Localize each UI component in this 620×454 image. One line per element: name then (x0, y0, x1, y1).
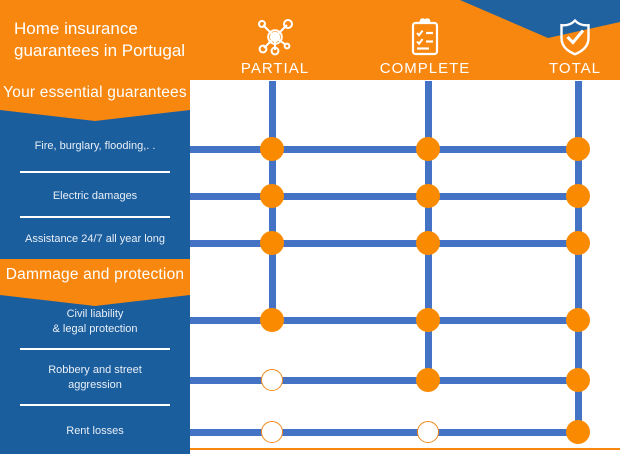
row-separator (20, 404, 170, 406)
section-band (0, 106, 190, 259)
shield-check-icon (505, 16, 620, 58)
included-dot (260, 137, 284, 161)
column-connector-line (574, 81, 582, 432)
row-separator (20, 348, 170, 350)
included-dot (260, 308, 284, 332)
row-connector-line (190, 428, 578, 436)
included-dot (566, 420, 590, 444)
guarantee-row-label: Rent losses (0, 408, 190, 454)
section-band (0, 291, 190, 454)
excluded-dot (261, 421, 283, 443)
row-connector-line (190, 316, 578, 324)
guarantee-row-label: Assistance 24/7 all year long (0, 220, 190, 259)
included-dot (416, 184, 440, 208)
guarantee-row-label-text: Civil liability& legal protection (52, 308, 138, 335)
guarantee-row-label-text: Fire, burglary, flooding,. . (34, 139, 156, 152)
included-dot (416, 231, 440, 255)
row-connector-line (190, 192, 578, 200)
guarantee-row-label: Civil liability& legal protection (0, 297, 190, 347)
column-header-partial-label: PARTIAL (240, 60, 310, 77)
network-nodes-icon (205, 16, 345, 58)
column-header-complete-label: COMPLETE (379, 60, 471, 77)
bottom-rule (190, 448, 620, 450)
included-dot (260, 184, 284, 208)
page-title: Home insurance guarantees in Portugal (14, 19, 186, 60)
row-connector-line (190, 145, 578, 153)
column-header-partial: PARTIAL (205, 16, 345, 77)
guarantee-row-label-text: Rent losses (66, 424, 124, 437)
row-separator (20, 216, 170, 218)
row-connector-line (190, 239, 578, 247)
corner-chevron-decoration (460, 0, 620, 38)
section-banner-label: Your essential guarantees (3, 84, 187, 101)
guarantee-row-label: Electric damages (0, 175, 190, 217)
guarantee-row-label-text: Electric damages (52, 189, 138, 202)
excluded-dot (261, 369, 283, 391)
included-dot (566, 137, 590, 161)
row-separator (20, 171, 170, 173)
column-header-total-label: TOTAL (549, 60, 601, 77)
included-dot (566, 308, 590, 332)
included-dot (416, 308, 440, 332)
section-banner-label: Dammage and protection (5, 266, 185, 283)
included-dot (566, 231, 590, 255)
included-dot (566, 368, 590, 392)
excluded-dot (417, 421, 439, 443)
included-dot (260, 231, 284, 255)
included-dot (416, 137, 440, 161)
included-dot (416, 368, 440, 392)
column-header-total: TOTAL (505, 16, 620, 77)
banner-chevron (0, 106, 190, 121)
column-header-complete: COMPLETE (355, 16, 495, 77)
row-connector-line (190, 376, 578, 384)
guarantee-row-label: Fire, burglary, flooding,. . (0, 120, 190, 172)
banner-chevron (0, 291, 190, 306)
clipboard-checklist-icon (355, 16, 495, 58)
column-connector-line (424, 81, 432, 380)
guarantee-row-label-text: Assistance 24/7 all year long (24, 233, 166, 245)
included-dot (566, 184, 590, 208)
